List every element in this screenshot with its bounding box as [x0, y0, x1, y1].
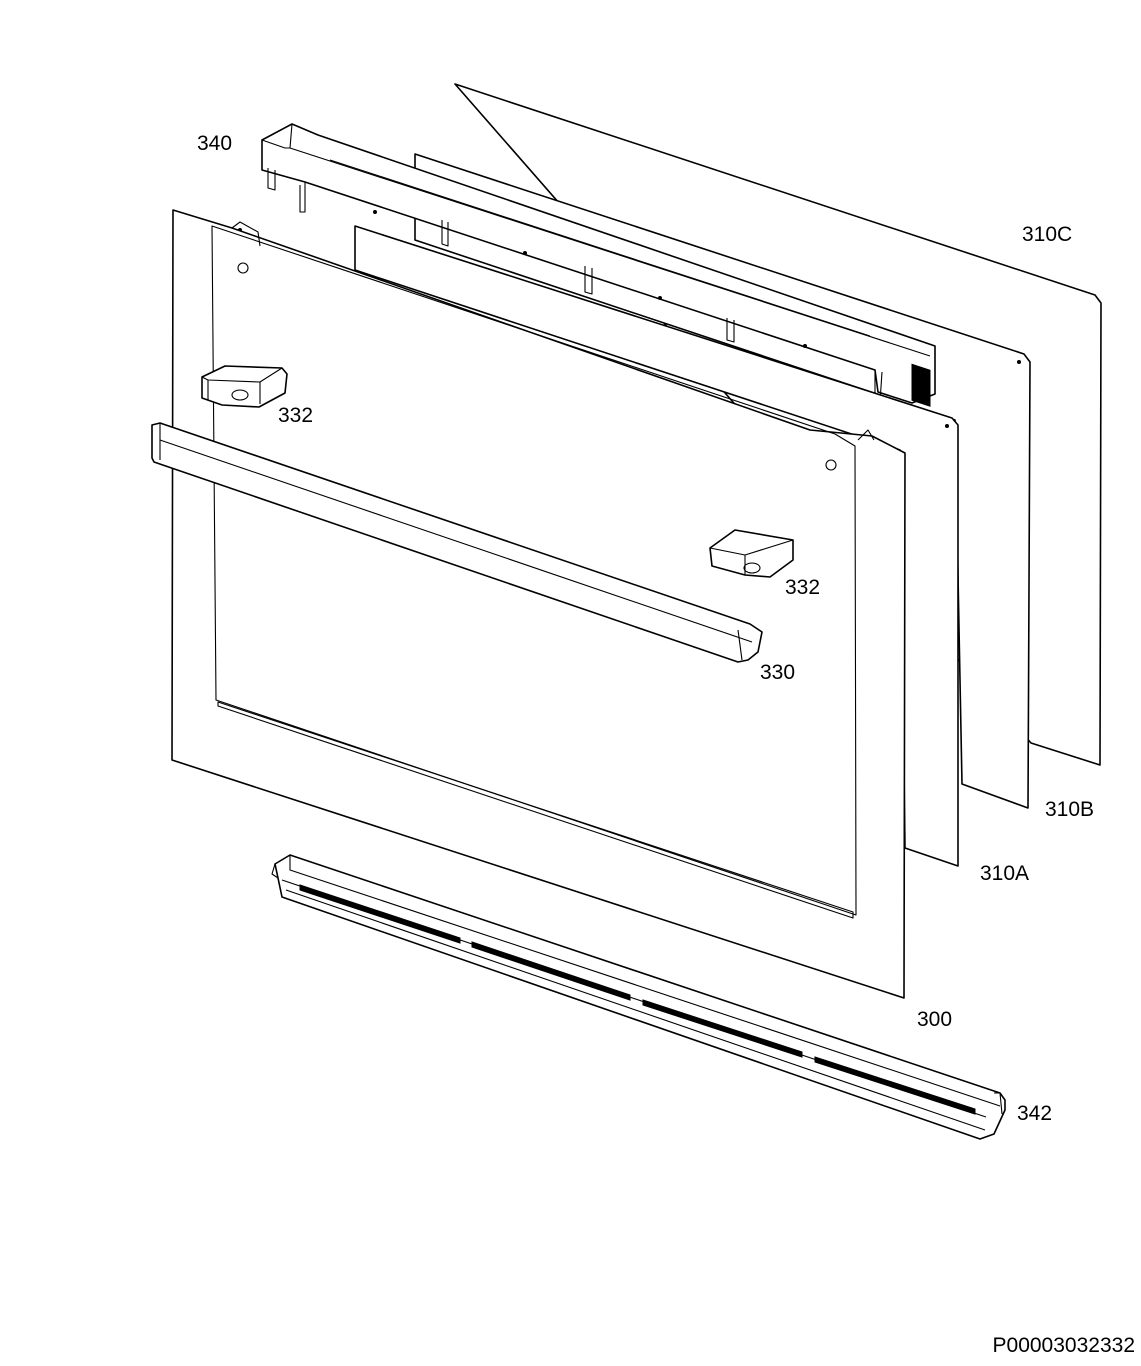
door-front-panel — [171, 209, 906, 999]
door-handle — [151, 422, 763, 663]
label-310b: 310B — [1045, 798, 1094, 821]
door-top-trim — [238, 123, 936, 407]
label-310a: 310A — [980, 862, 1029, 885]
middle-glass-panel — [414, 153, 1031, 809]
label-300: 300 — [917, 1008, 952, 1031]
label-340: 340 — [197, 132, 232, 155]
reference-code: P00003032332 — [993, 1334, 1135, 1357]
label-330: 330 — [760, 661, 795, 684]
inner-glass-panel — [354, 225, 959, 867]
label-332-left: 332 — [278, 404, 313, 427]
label-332-right: 332 — [785, 576, 820, 599]
label-342: 342 — [1017, 1102, 1052, 1125]
hinge-bracket-right — [709, 529, 794, 578]
label-310c: 310C — [1022, 223, 1072, 246]
hinge-bracket-left — [201, 365, 288, 408]
door-bottom-trim — [271, 854, 1006, 1140]
